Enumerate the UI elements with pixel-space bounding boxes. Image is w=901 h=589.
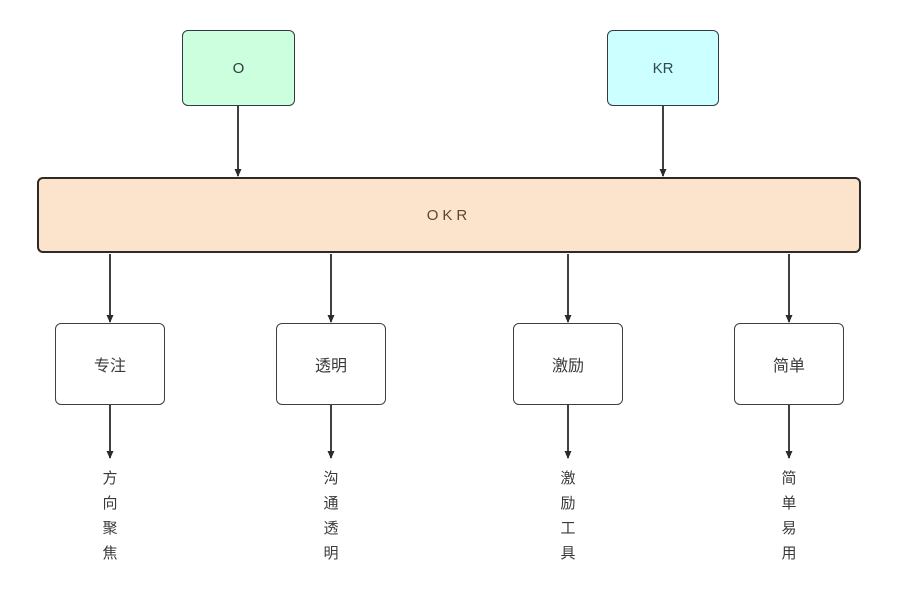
outcome-motivate-char-1: 激: [560, 470, 576, 487]
outcome-simple-char-4: 用: [781, 545, 797, 562]
node-objective[interactable]: O: [182, 30, 295, 106]
node-key-results[interactable]: KR: [607, 30, 719, 106]
node-principle-motivate[interactable]: 激励: [513, 323, 623, 405]
outcome-focus-char-4: 焦: [102, 545, 118, 562]
node-principle-transparent[interactable]: 透明: [276, 323, 386, 405]
node-principle-transparent-label: 透明: [314, 358, 347, 375]
outcome-focus-char-3: 聚: [102, 520, 118, 537]
node-principle-simple-label: 简单: [772, 358, 805, 375]
outcome-transparent-char-1: 沟: [323, 470, 339, 487]
outcome-simple: 简 单 易 用: [769, 466, 809, 566]
node-objective-label: O: [232, 59, 245, 77]
outcome-focus: 方 向 聚 焦: [90, 466, 130, 566]
node-principle-focus[interactable]: 专注: [55, 323, 165, 405]
node-key-results-label: KR: [652, 59, 674, 77]
outcome-simple-char-3: 易: [781, 520, 797, 537]
outcome-transparent: 沟 通 透 明: [311, 466, 351, 566]
outcome-transparent-char-2: 通: [323, 495, 339, 512]
outcome-simple-char-1: 简: [781, 470, 797, 487]
node-okr-bar-label: OKR: [426, 206, 472, 224]
outcome-focus-char-2: 向: [102, 495, 118, 512]
node-principle-focus-label: 专注: [93, 358, 126, 375]
outcome-motivate-char-4: 具: [560, 545, 576, 562]
outcome-simple-char-2: 单: [781, 495, 797, 512]
outcome-transparent-char-4: 明: [323, 545, 339, 562]
outcome-motivate-char-3: 工: [560, 520, 576, 537]
node-principle-motivate-label: 激励: [551, 358, 584, 375]
node-okr-bar[interactable]: OKR: [37, 177, 861, 253]
outcome-motivate-char-2: 励: [560, 495, 576, 512]
outcome-motivate: 激 励 工 具: [548, 466, 588, 566]
node-principle-simple[interactable]: 简单: [734, 323, 844, 405]
outcome-focus-char-1: 方: [102, 470, 118, 487]
outcome-transparent-char-3: 透: [323, 520, 339, 537]
